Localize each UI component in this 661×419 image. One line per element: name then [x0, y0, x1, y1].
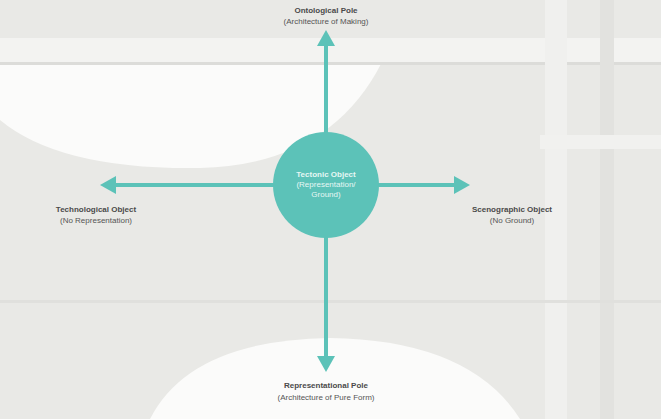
arrow-head	[100, 176, 116, 194]
circle-fill	[273, 132, 379, 238]
pole-sublabel: (No Representation)	[60, 216, 132, 226]
pole-label: Ontological Pole	[294, 6, 357, 16]
pole-sublabel: (Architecture of Making)	[284, 17, 369, 27]
arrow-shaft	[114, 183, 274, 187]
arrow-head	[317, 30, 335, 46]
arrow-shaft	[324, 237, 328, 358]
pole-label: Representational Pole	[284, 381, 368, 391]
arrow-head	[317, 356, 335, 372]
tectonic-circle: Tectonic Object(Representation/ Ground)	[273, 132, 379, 238]
arrow-shaft	[378, 183, 456, 187]
pole-sublabel: (No Ground)	[490, 216, 534, 226]
pole-sublabel: (Architecture of Pure Form)	[278, 393, 375, 403]
node-title: Tectonic Object	[289, 170, 363, 180]
pole-label: Technological Object	[56, 205, 136, 215]
arrow-head	[454, 176, 470, 194]
node-subtitle: (Representation/ Ground)	[289, 180, 363, 200]
arrow-shaft	[324, 44, 328, 133]
pole-label: Scenographic Object	[472, 205, 552, 215]
